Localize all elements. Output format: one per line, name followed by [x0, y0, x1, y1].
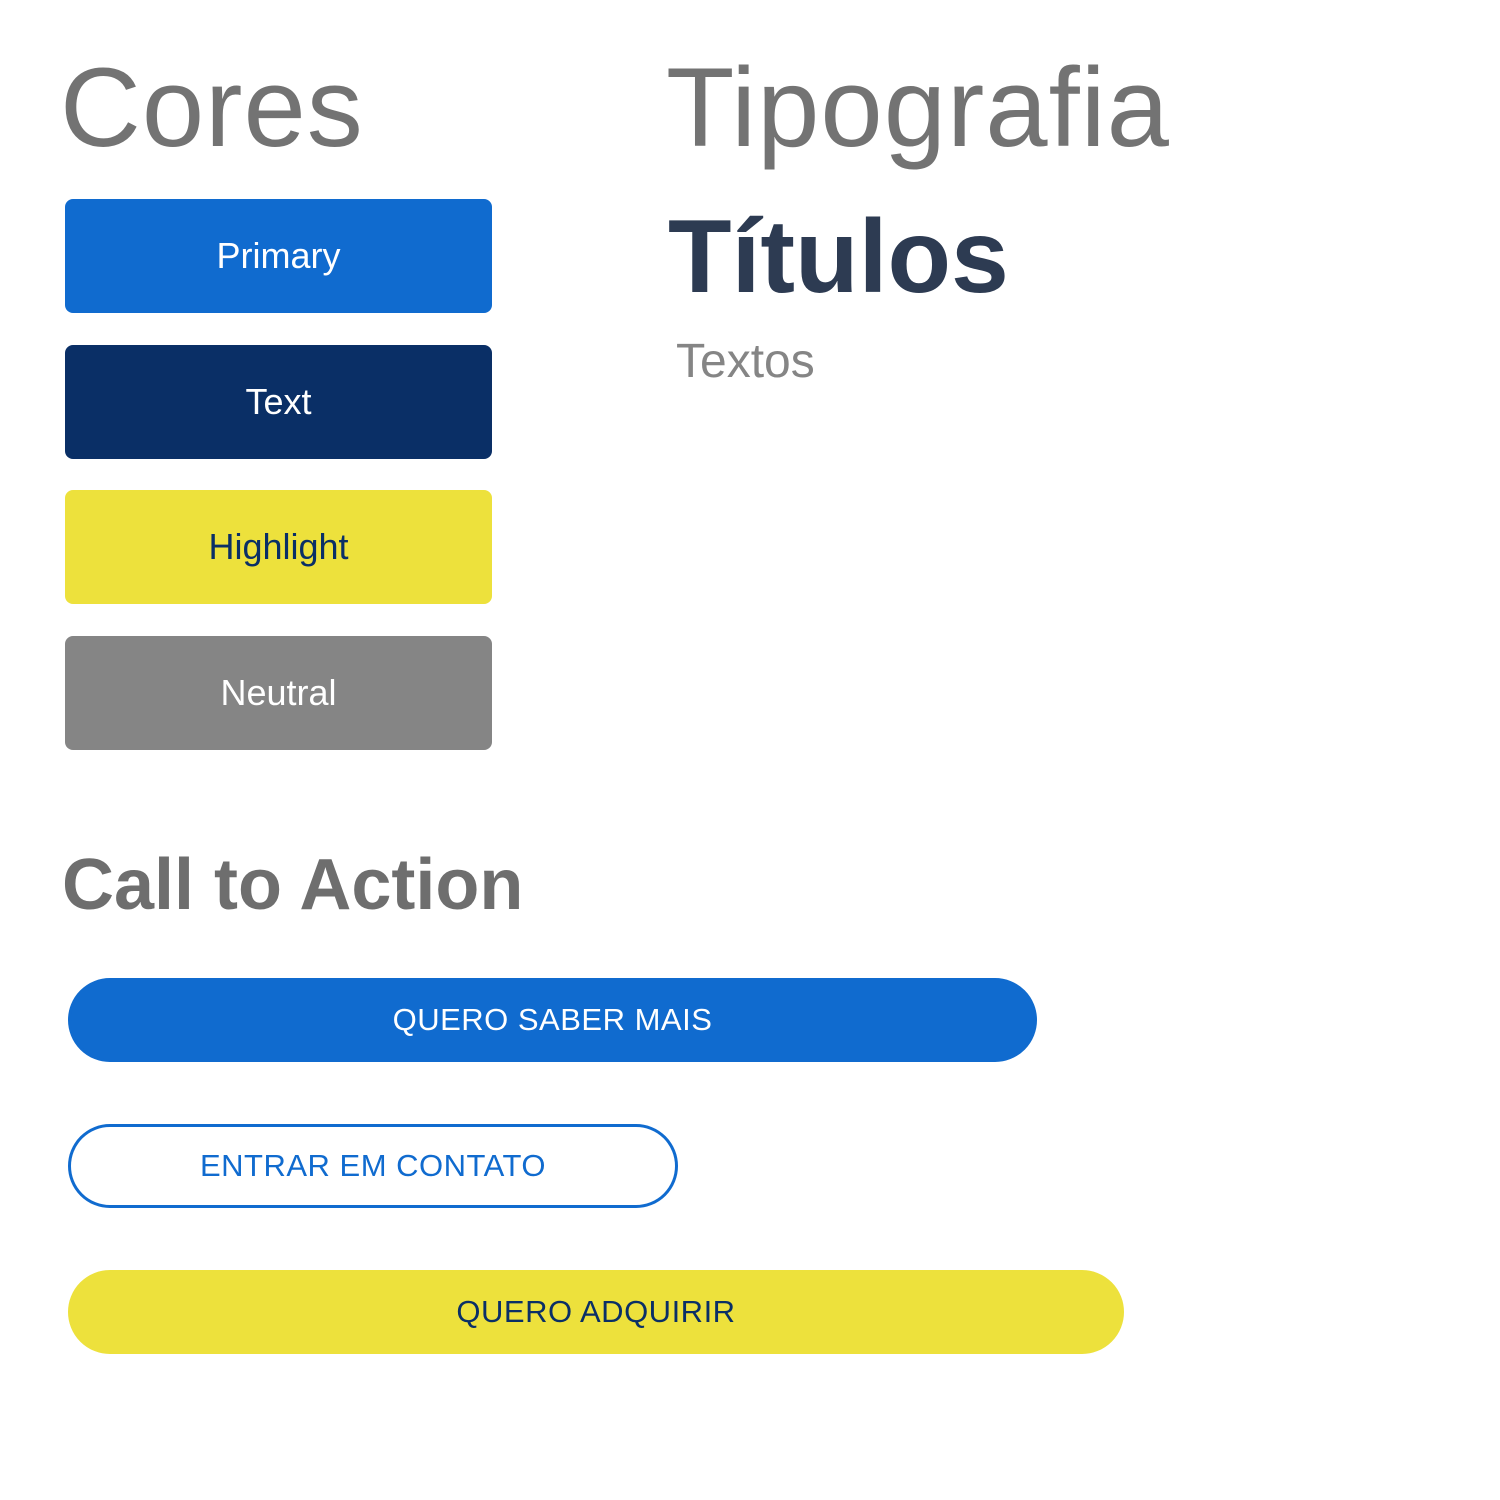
typography-section-title: Tipografia [666, 45, 1170, 170]
highlight-color-swatch: Highlight [65, 490, 492, 604]
call-to-action-section-title: Call to Action [62, 845, 524, 925]
purchase-button[interactable]: QUERO ADQUIRIR [68, 1270, 1124, 1354]
body-text-typography-sample: Textos [676, 335, 815, 388]
learn-more-button[interactable]: QUERO SABER MAIS [68, 978, 1037, 1062]
contact-button[interactable]: ENTRAR EM CONTATO [68, 1124, 678, 1208]
primary-color-swatch: Primary [65, 199, 492, 313]
colors-section-title: Cores [60, 45, 364, 170]
text-color-swatch: Text [65, 345, 492, 459]
headings-typography-sample: Títulos [668, 199, 1009, 315]
neutral-color-swatch: Neutral [65, 636, 492, 750]
